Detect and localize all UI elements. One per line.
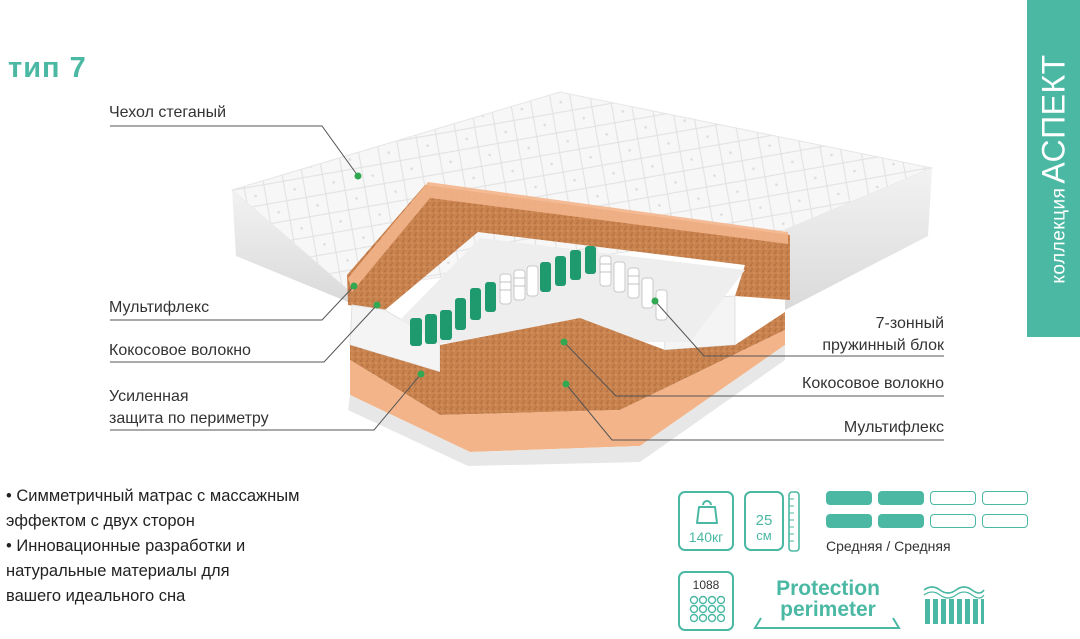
firmness-cell-empty [930, 491, 976, 505]
protection-line2: perimeter [780, 598, 876, 621]
label-multiflex-right: Мультифлекс [843, 419, 944, 436]
max-load-value: 140кг [688, 529, 724, 545]
firmness-row-side-b [826, 514, 1036, 528]
feature-line: натуральные материалы для [6, 562, 230, 580]
feature-line: эффектом с двух сторон [6, 512, 195, 530]
protection-perimeter-badge: Protection perimeter [757, 578, 899, 620]
leader-lines [110, 125, 944, 441]
label-perimeter-line1: Усиленная [109, 388, 189, 405]
feature-line: • Инновационные разработки и [6, 537, 246, 555]
label-perimeter-line2: защита по периметру [109, 410, 269, 427]
firmness-cell-filled [826, 514, 872, 528]
label-coconut-top: Кокосовое волокно [109, 342, 251, 359]
label-coconut-right: Кокосовое волокно [802, 375, 944, 392]
protection-line1: Protection [776, 577, 880, 600]
label-spring-block: 7-зонный пружинный блок [822, 313, 944, 357]
page-title: тип 7 [8, 52, 87, 84]
coir-layer-bottom [350, 312, 785, 415]
height-value: 25 [755, 512, 773, 529]
firmness-scale [826, 491, 1036, 533]
mattress-bottom-edge [348, 345, 785, 466]
protection-underline-icon [753, 617, 901, 629]
label-cover: Чехол стеганый [109, 104, 227, 121]
feature-line: • Симметричный матрас с массажным [6, 487, 300, 505]
feature-line: вашего идеального сна [6, 587, 186, 605]
mattress-side-right [785, 168, 932, 310]
feature-list: • Симметричный матрас с массажным эффект… [6, 485, 299, 610]
weight-icon [696, 500, 718, 524]
firmness-cell-filled [826, 491, 872, 505]
spring-block [400, 238, 745, 346]
spring-count-value: 1088 [692, 578, 720, 592]
collection-tab: коллекцияАСПЕКТ [1027, 0, 1080, 337]
height-ruler-icon [788, 491, 800, 552]
springs-grid-icon [689, 595, 725, 623]
coir-layer-top [347, 185, 790, 310]
firmness-row-side-a [826, 491, 1036, 505]
firmness-cell-filled [878, 514, 924, 528]
mattress-diagram [110, 91, 944, 466]
spring-block-icon [923, 586, 985, 624]
firmness-caption: Средняя / Средняя [826, 538, 951, 554]
firmness-cell-filled [878, 491, 924, 505]
label-spring-line1: 7-зонный [875, 315, 944, 332]
height-badge: 25 см [744, 491, 784, 551]
spring-count-badge: 1088 [678, 571, 734, 631]
firmness-cell-empty [982, 491, 1028, 505]
firmness-cell-empty [982, 514, 1028, 528]
multiflex-layer-top [348, 182, 788, 292]
label-spring-line2: пружинный блок [822, 337, 944, 354]
height-unit: см [756, 528, 772, 543]
max-load-badge: 140кг [678, 491, 734, 551]
multiflex-layer-bottom [350, 330, 785, 452]
mattress-side-left [232, 190, 348, 302]
label-multiflex-top: Мультифлекс [109, 299, 210, 316]
leader-dots [350, 172, 659, 388]
firmness-cell-empty [930, 514, 976, 528]
label-perimeter: Усиленная защита по периметру [109, 386, 269, 430]
